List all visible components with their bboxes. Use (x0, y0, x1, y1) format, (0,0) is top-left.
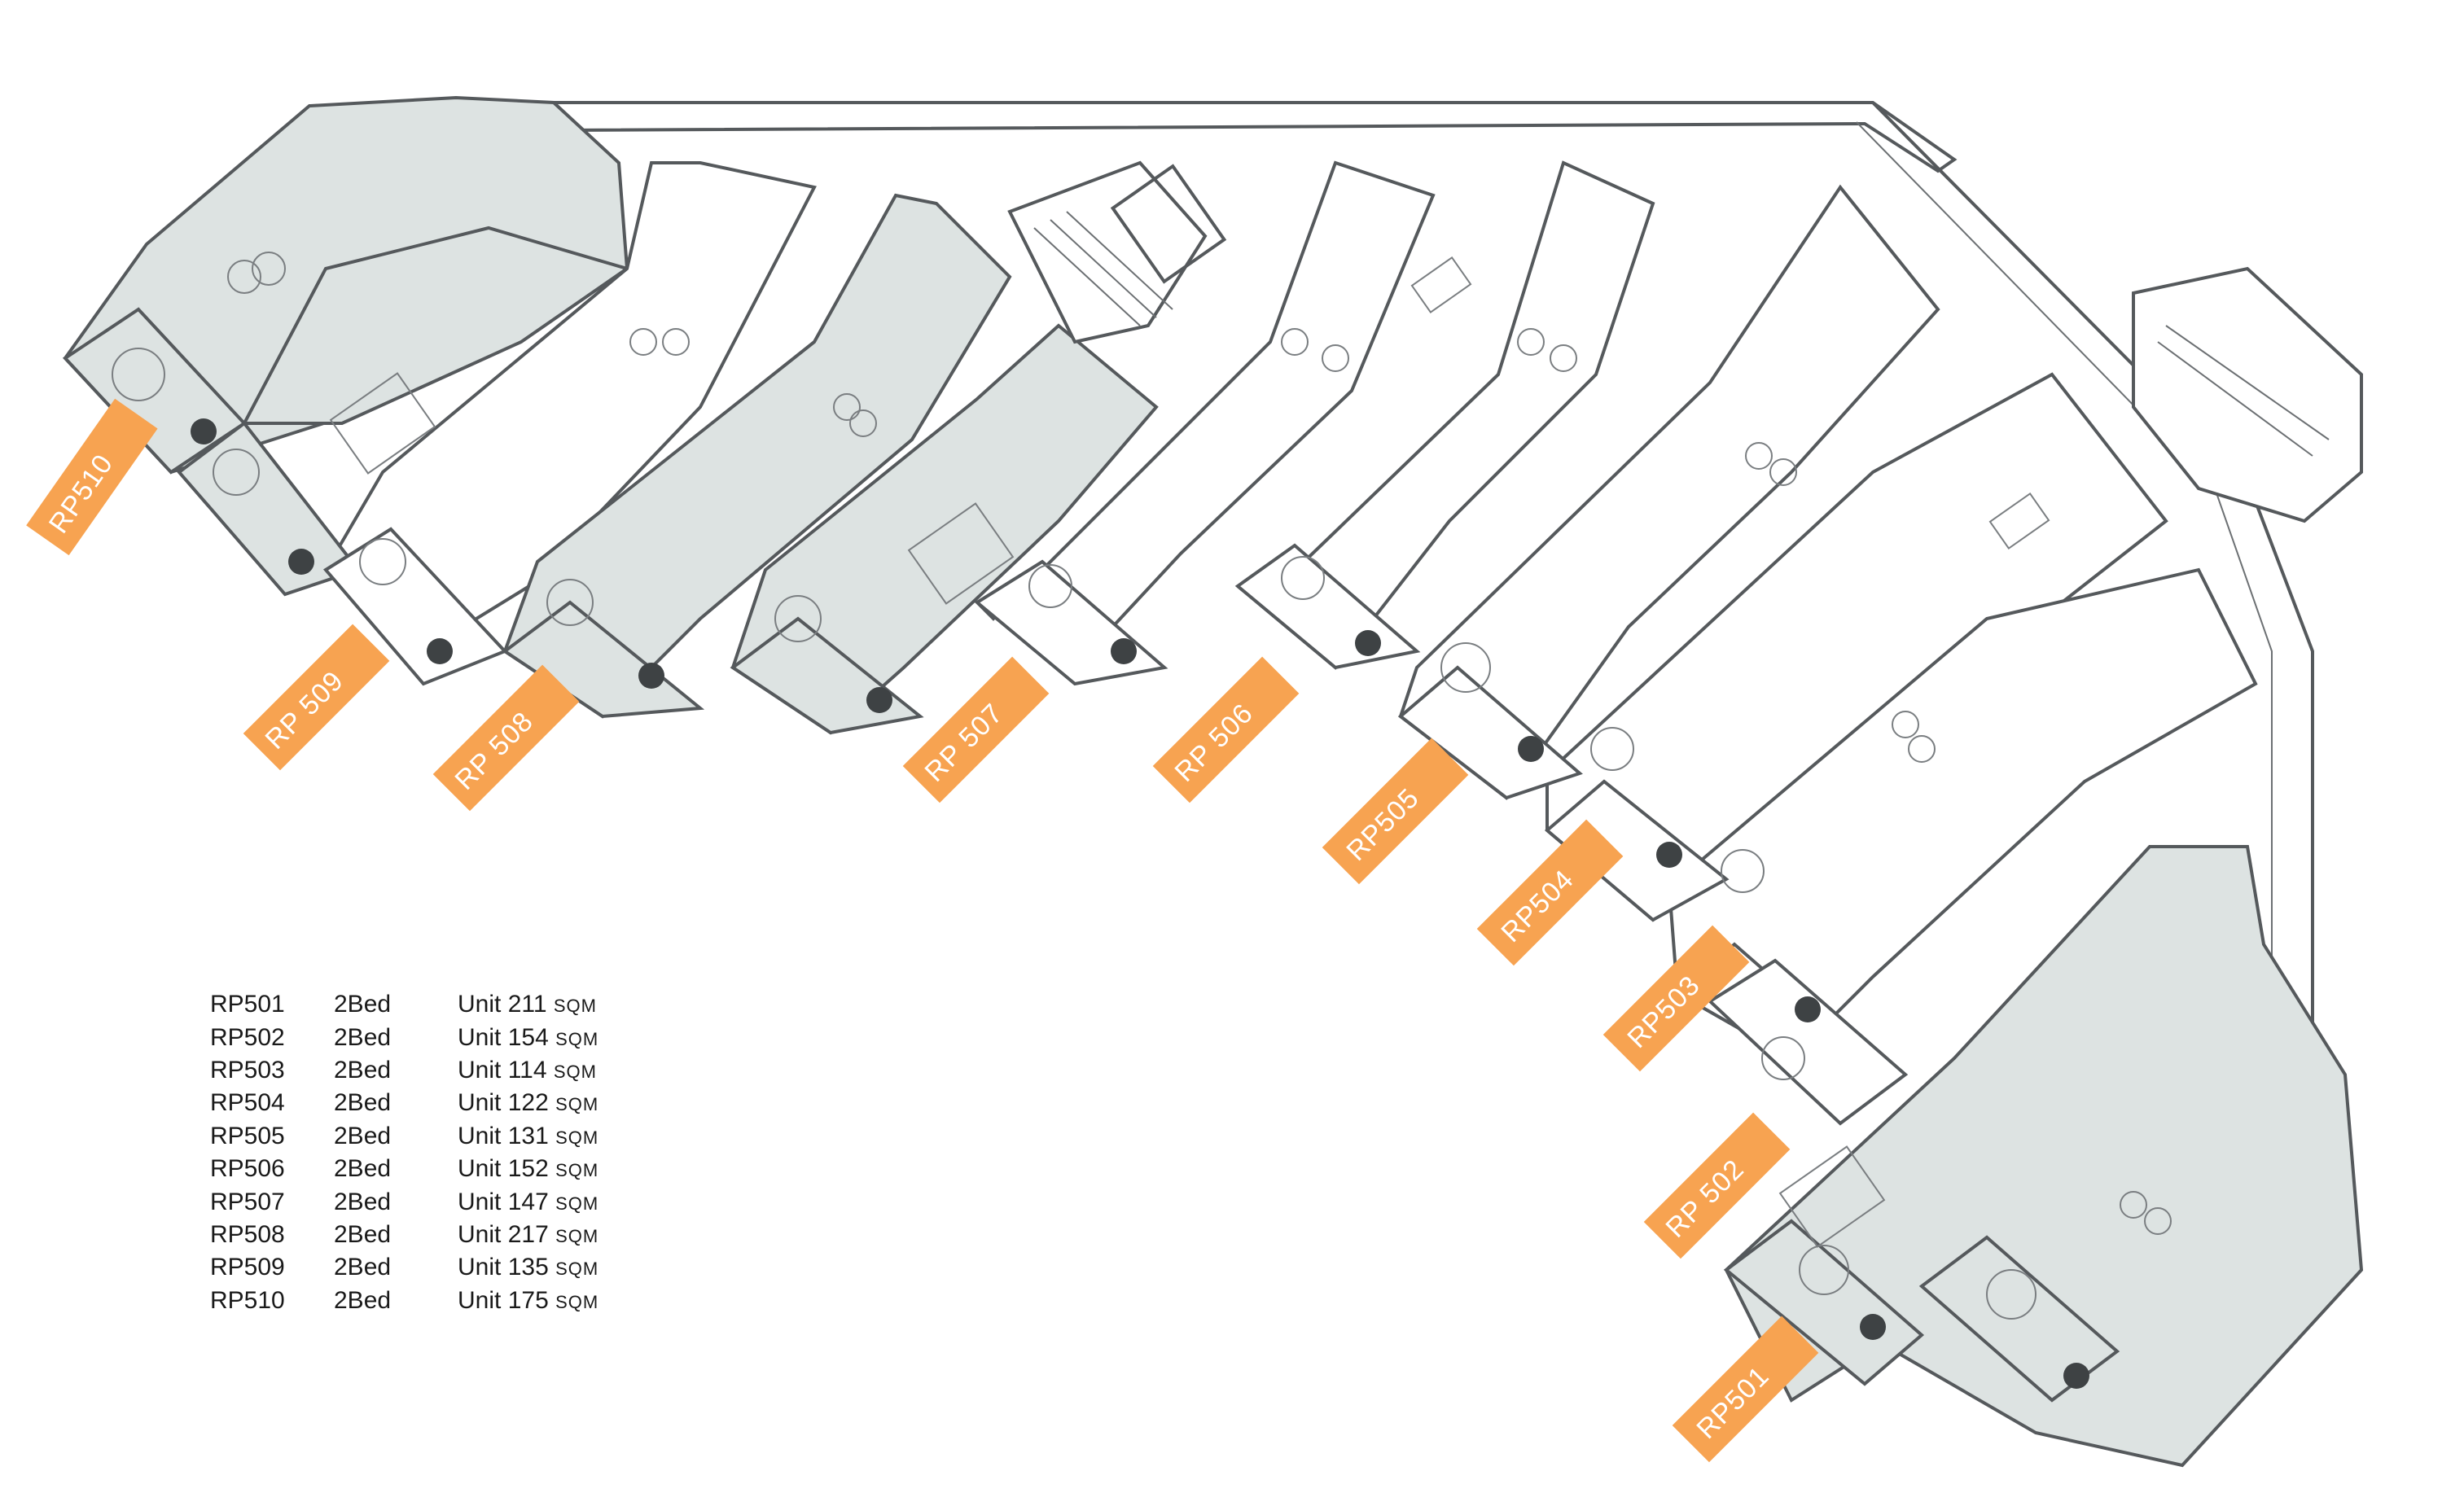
unit-rp510[interactable] (63, 95, 631, 475)
schedule-unit-id: RP505 (210, 1122, 285, 1149)
schedule-unit-area: Unit 211 SQM (458, 991, 597, 1018)
schedule-unit-id: RP503 (210, 1056, 285, 1084)
tag-rp505[interactable]: RP505 (1322, 738, 1469, 885)
schedule-unit-type: 2Bed (334, 1188, 392, 1215)
tag-rp504[interactable]: RP504 (1476, 819, 1624, 966)
tag-rp510[interactable]: RP510 (26, 398, 158, 556)
schedule-unit-id: RP509 (210, 1254, 285, 1281)
schedule-unit-type: 2Bed (334, 1220, 392, 1248)
tag-rp507[interactable]: RP 507 (902, 656, 1050, 803)
schedule-unit-id: RP507 (210, 1188, 285, 1215)
schedule-row: RP504 2Bed Unit 122 SQM (210, 1087, 598, 1119)
schedule-unit-id: RP501 (210, 991, 285, 1018)
schedule-unit-area: Unit 154 SQM (458, 1023, 599, 1051)
schedule-unit-id: RP506 (210, 1155, 285, 1183)
schedule-unit-type: 2Bed (334, 1023, 392, 1051)
schedule-unit-id: RP510 (210, 1286, 285, 1314)
schedule-unit-type: 2Bed (334, 1155, 392, 1183)
planters (191, 418, 2089, 1389)
schedule-row: RP501 2Bed Unit 211 SQM (210, 988, 598, 1021)
schedule-unit-type: 2Bed (334, 1286, 392, 1314)
schedule-unit-area: Unit 175 SQM (458, 1286, 599, 1314)
schedule-unit-type: 2Bed (334, 1056, 392, 1084)
schedule-unit-type: 2Bed (334, 1254, 392, 1281)
corridor (551, 101, 2314, 1270)
schedule-unit-id: RP508 (210, 1220, 285, 1248)
schedule-unit-area: Unit 147 SQM (458, 1188, 599, 1215)
tag-rp508[interactable]: RP 508 (432, 664, 580, 812)
schedule-row: RP510 2Bed Unit 175 SQM (210, 1285, 598, 1317)
schedule-row: RP502 2Bed Unit 154 SQM (210, 1021, 598, 1053)
schedule-unit-id: RP502 (210, 1023, 285, 1051)
schedule-row: RP507 2Bed Unit 147 SQM (210, 1185, 598, 1218)
schedule-unit-area: Unit 135 SQM (458, 1254, 599, 1281)
schedule-unit-type: 2Bed (334, 1089, 392, 1117)
schedule-unit-area: Unit 114 SQM (458, 1056, 597, 1084)
schedule-row: RP505 2Bed Unit 131 SQM (210, 1120, 598, 1153)
schedule-unit-type: 2Bed (334, 1122, 392, 1149)
schedule-unit-area: Unit 131 SQM (458, 1122, 599, 1149)
tag-rp509[interactable]: RP 509 (243, 624, 390, 771)
tag-rp506[interactable]: RP 506 (1152, 656, 1300, 803)
schedule-unit-type: 2Bed (334, 991, 392, 1018)
schedule-row: RP506 2Bed Unit 152 SQM (210, 1153, 598, 1185)
schedule-row: RP508 2Bed Unit 217 SQM (210, 1219, 598, 1251)
schedule-row: RP509 2Bed Unit 135 SQM (210, 1251, 598, 1284)
schedule-unit-id: RP504 (210, 1089, 285, 1117)
furniture (112, 252, 2172, 1320)
stair-core (1007, 160, 2363, 523)
schedule-row: RP503 2Bed Unit 114 SQM (210, 1054, 598, 1087)
schedule-unit-area: Unit 217 SQM (458, 1220, 599, 1248)
schedule-unit-area: Unit 122 SQM (458, 1089, 599, 1117)
unit-schedule: RP501 2Bed Unit 211 SQM RP502 2Bed Unit … (210, 988, 598, 1317)
schedule-unit-area: Unit 152 SQM (458, 1155, 599, 1183)
